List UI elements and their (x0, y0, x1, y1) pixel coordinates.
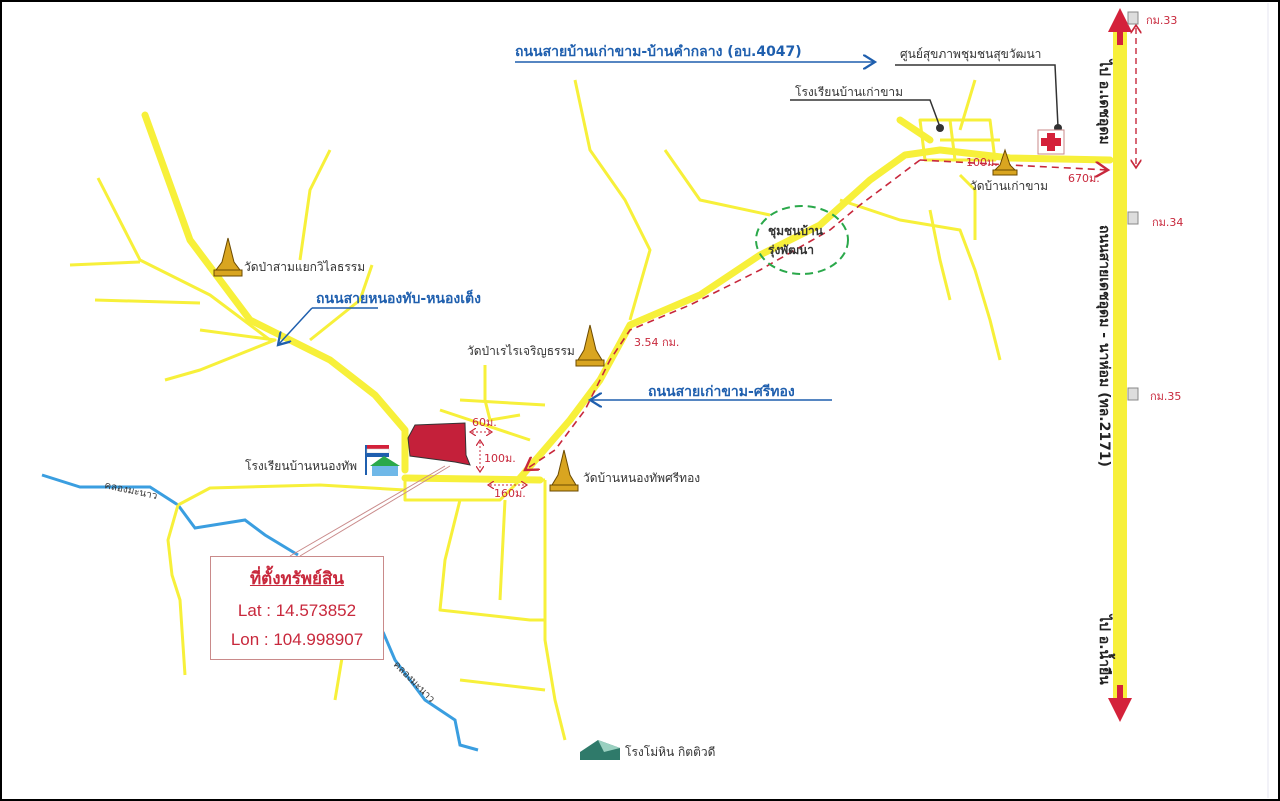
label-health-center: ศูนย์สุขภาพชุมชนสุขวัฒนา (900, 47, 1041, 62)
dist-100m-wat: 100ม. (966, 156, 998, 169)
property-lon: Lon : 104.998907 (230, 630, 364, 649)
route-dashed (525, 159, 921, 470)
temple-icon (549, 449, 579, 492)
main-roads (141, 111, 1114, 484)
km-33: กม.33 (1146, 14, 1177, 27)
community-boundary (755, 205, 849, 275)
arrow-north-icon (1108, 8, 1132, 32)
minor-roads (69, 79, 1002, 741)
label-left-road: ถนนสายหนองทับ-หนองเต็ง (316, 289, 481, 307)
label-school-kaokham: โรงเรียนบ้านเก่าขาม (795, 85, 903, 99)
property-lat: Lat : 14.573852 (237, 601, 357, 620)
factory-icon (580, 740, 620, 760)
label-to-south: ไป อ.น้ำยืน (1096, 613, 1116, 685)
label-top-road: ถนนสายบ้านเก่าขาม-บ้านคำกลาง (อบ.4047) (515, 44, 802, 60)
temple-icon (992, 148, 1018, 176)
label-canal-2: คลองมะนาว (391, 659, 437, 705)
label-wat-parai: วัดป่าเรไรเจริญธรรม (467, 344, 575, 358)
dist-670m: 670ม. (1068, 172, 1100, 185)
km-34: กม.34 (1152, 216, 1183, 229)
dist-100m: 100ม. (484, 452, 516, 465)
property-parcel[interactable] (407, 422, 471, 466)
property-title: ที่ตั้งทรัพย์สิน (249, 569, 345, 589)
dist-60m: 60ม. (472, 416, 497, 429)
hospital-icon (1037, 129, 1065, 155)
label-wat-pasam: วัดป่าสามแยกวิไลธรรม (244, 260, 365, 274)
temple-icon (575, 324, 605, 367)
dist-160m: 160ม. (494, 487, 526, 500)
km-marker-icon (1127, 11, 1139, 401)
school-icon (365, 445, 400, 476)
temple-icon (213, 237, 243, 277)
arrow-south-icon (1108, 698, 1132, 722)
canals (41, 473, 479, 752)
label-to-north: ไป อ.เดชอุดม (1096, 58, 1114, 145)
label-community-2: รุ่งพัฒนา (768, 243, 814, 258)
dist-3-54km: 3.54 กม. (634, 336, 679, 349)
label-main-road: ถนนสายเก่าขาม-ศรีทอง (648, 384, 795, 400)
label-community-1: ชุมชนบ้าน (768, 224, 824, 239)
property-info-box: ที่ตั้งทรัพย์สิน Lat : 14.573852 Lon : 1… (210, 556, 384, 660)
label-wat-kaokham: วัดบ้านเก่าขาม (970, 179, 1048, 193)
label-factory: โรงโม่หิน กิตติวดี (625, 745, 715, 759)
label-wat-nongthap: วัดบ้านหนองทัพศรีทอง (583, 471, 700, 485)
km-35: กม.35 (1150, 390, 1181, 403)
label-school-nongthap: โรงเรียนบ้านหนองทัพ (245, 459, 357, 473)
label-canal-1: คลองมะนาว (103, 480, 158, 502)
label-highway: ถนนสายเดชอุดม - นาห่อม (ทล.2171) (1096, 225, 1112, 467)
